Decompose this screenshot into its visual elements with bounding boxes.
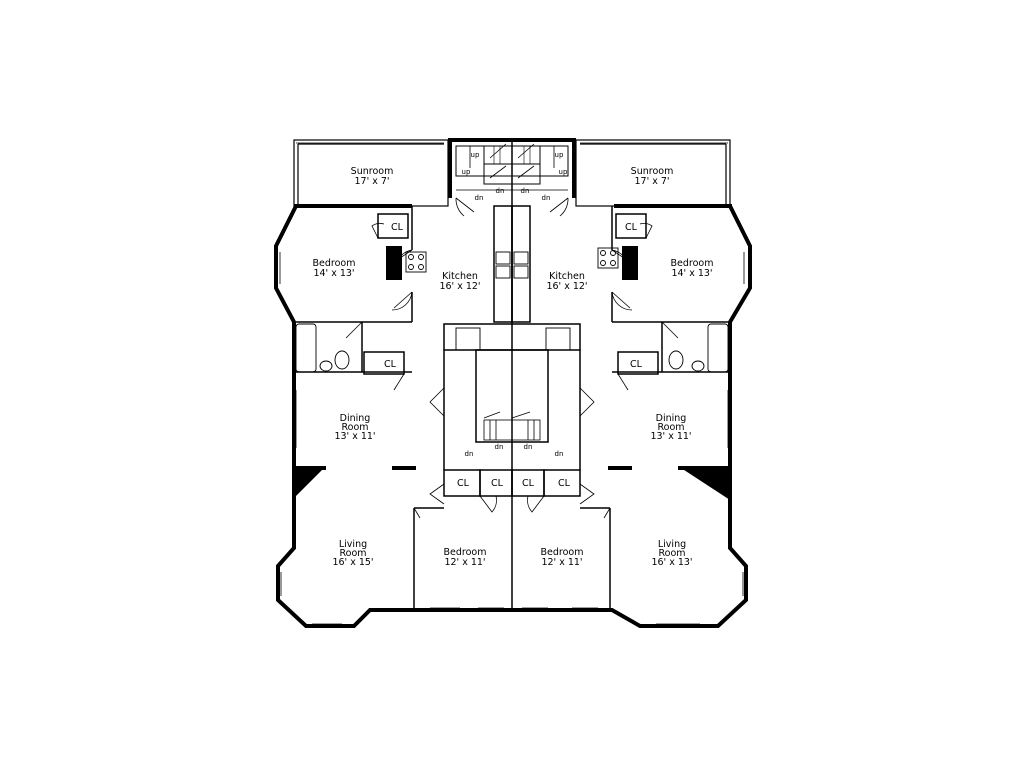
stair-down-label: dn — [495, 443, 504, 451]
stair-up-label: up — [555, 151, 564, 159]
bedroom-small-left-size: 12' x 11' — [444, 557, 485, 568]
closet-label: CL — [630, 359, 643, 370]
sunroom-right-name: Sunroom — [631, 166, 674, 177]
sunroom-left-name: Sunroom — [351, 166, 394, 177]
stair-down-label: dn — [542, 194, 551, 202]
stair-down-label: dn — [465, 450, 474, 458]
kitchen-right-size: 16' x 12' — [546, 281, 587, 292]
stair-down-label: dn — [521, 187, 530, 195]
closet-label: CL — [391, 222, 404, 233]
sunroom-right-size: 17' x 7' — [634, 176, 669, 187]
dining-left-room: Room — [341, 422, 368, 433]
stair-up-label: up — [559, 168, 568, 176]
closet-label: CL — [491, 478, 504, 489]
living-left-name: Living — [339, 539, 367, 550]
closet-labels: CL CL CL CL CL CL CL CL — [384, 222, 643, 489]
fixtures — [295, 247, 729, 373]
bedroom-right-size: 14' x 13' — [671, 268, 712, 279]
dining-right-size: 13' x 11' — [650, 431, 691, 442]
interior-walls — [294, 205, 730, 610]
bedroom-small-right-name: Bedroom — [541, 547, 584, 558]
stair-down-label: dn — [475, 194, 484, 202]
door-swings — [345, 197, 679, 519]
living-left-size: 16' x 15' — [332, 557, 373, 568]
room-labels: Sunroom 17' x 7' Sunroom 17' x 7' Bedroo… — [313, 166, 714, 568]
bedroom-left-name: Bedroom — [313, 258, 356, 269]
closet-label: CL — [457, 478, 470, 489]
windows — [279, 139, 745, 628]
stair-labels: up up up up dn dn dn dn dn dn dn dn — [462, 151, 568, 458]
stair-down-label: dn — [555, 450, 564, 458]
stair-up-label: up — [471, 151, 480, 159]
dining-right-name: Dining — [656, 413, 687, 424]
living-right-name: Living — [658, 539, 686, 550]
bedroom-right-name: Bedroom — [671, 258, 714, 269]
kitchen-right-name: Kitchen — [549, 271, 585, 282]
kitchen-left-name: Kitchen — [442, 271, 478, 282]
living-left-room: Room — [339, 548, 366, 559]
kitchen-left-size: 16' x 12' — [439, 281, 480, 292]
closet-label: CL — [384, 359, 397, 370]
bedroom-small-left-name: Bedroom — [444, 547, 487, 558]
stair-down-label: dn — [496, 187, 505, 195]
closet-label: CL — [522, 478, 535, 489]
closet-label: CL — [625, 222, 638, 233]
living-right-size: 16' x 13' — [651, 557, 692, 568]
solid-walls — [294, 246, 730, 500]
dining-left-size: 13' x 11' — [334, 431, 375, 442]
sunroom-left-size: 17' x 7' — [354, 176, 389, 187]
bedroom-small-right-size: 12' x 11' — [541, 557, 582, 568]
closet-label: CL — [558, 478, 571, 489]
stair-down-label: dn — [524, 443, 533, 451]
living-right-room: Room — [658, 548, 685, 559]
dining-right-room: Room — [657, 422, 684, 433]
stair-up-label: up — [462, 168, 471, 176]
stair-middle — [483, 411, 541, 441]
dining-left-name: Dining — [340, 413, 371, 424]
bedroom-left-size: 14' x 13' — [313, 268, 354, 279]
